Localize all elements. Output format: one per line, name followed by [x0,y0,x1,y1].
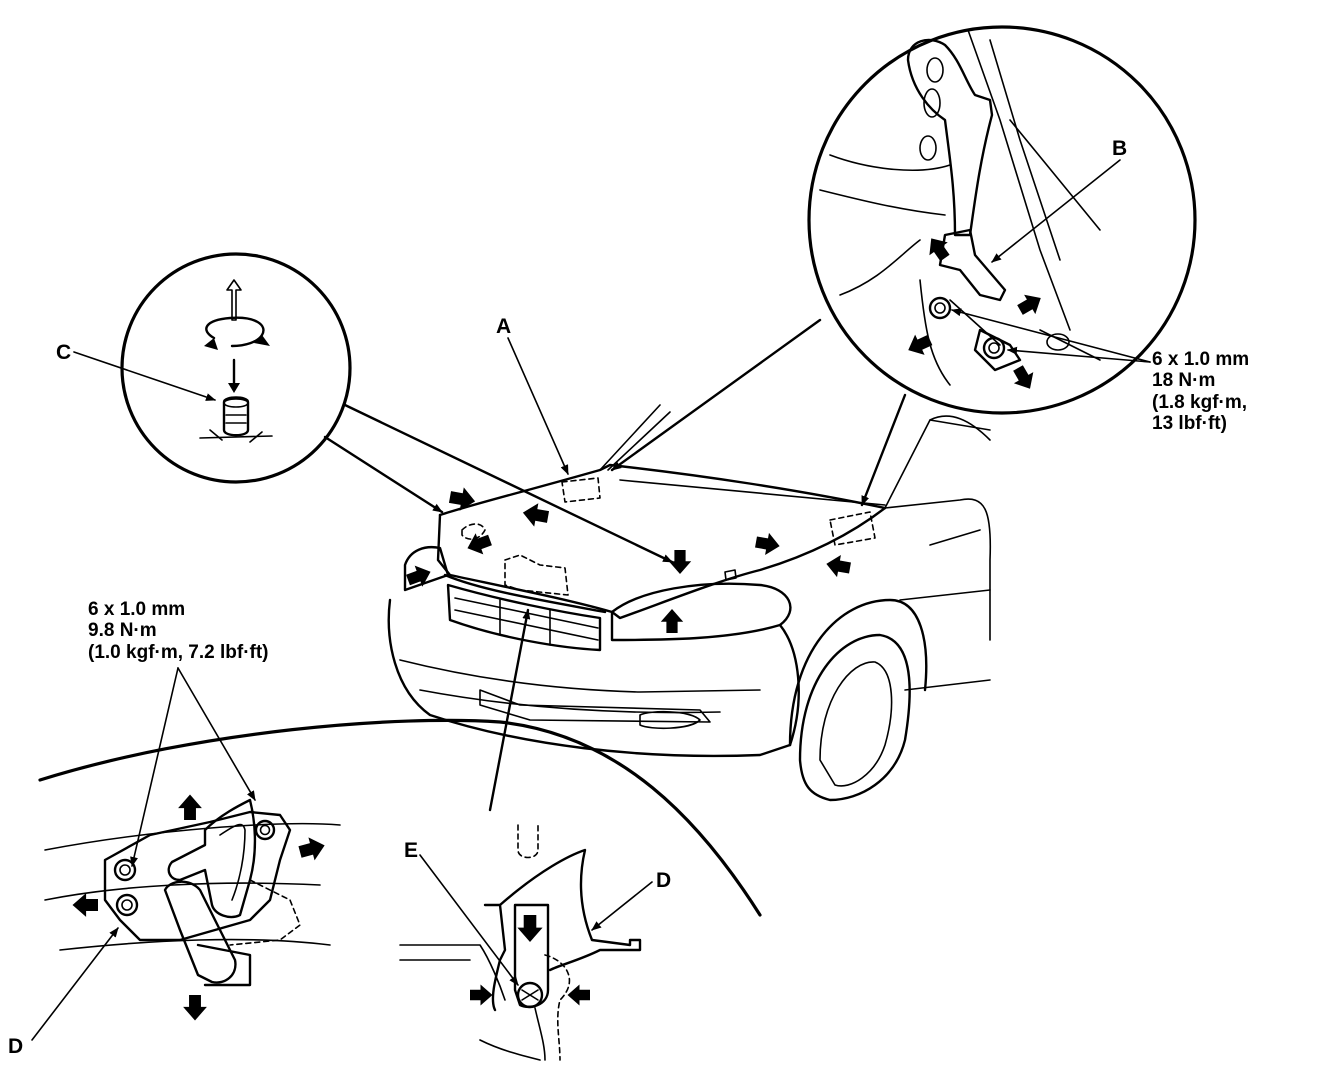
callout-e: E [404,839,419,862]
torque-spec-latch: 6 x 1.0 mm 9.8 N·m (1.0 kgf·m, 7.2 lbf·f… [88,599,269,663]
torque-spec-latch-nm: 9.8 N·m [88,620,157,642]
callout-a: A [496,315,512,338]
callout-d-right: D [656,869,672,892]
torque-spec-hinge-kgf: (1.8 kgf·m, [1152,391,1248,413]
torque-spec-hinge-size: 6 x 1.0 mm [1152,349,1250,370]
torque-spec-hinge-nm: 18 N·m [1152,370,1216,392]
torque-spec-latch-size: 6 x 1.0 mm [88,599,186,620]
rotate-icon [205,316,265,348]
torque-spec-latch-kgf: (1.0 kgf·m, 7.2 lbf·ft) [88,641,269,663]
detail-arc-latch [31,608,762,1061]
torque-spec-hinge: 6 x 1.0 mm 18 N·m (1.8 kgf·m, 13 lbf·ft) [1152,349,1249,434]
detail-circle-c [73,252,674,564]
arrow-up-icon [226,279,242,321]
callout-b: B [1112,137,1128,160]
hood-adjust-arrows [404,485,852,633]
car-outline [387,404,992,802]
callout-d-left: D [8,1035,24,1058]
callout-c: C [56,341,72,364]
torque-spec-hinge-lbf: 13 lbf·ft) [1152,412,1227,434]
detail-circle-b [610,25,1197,507]
